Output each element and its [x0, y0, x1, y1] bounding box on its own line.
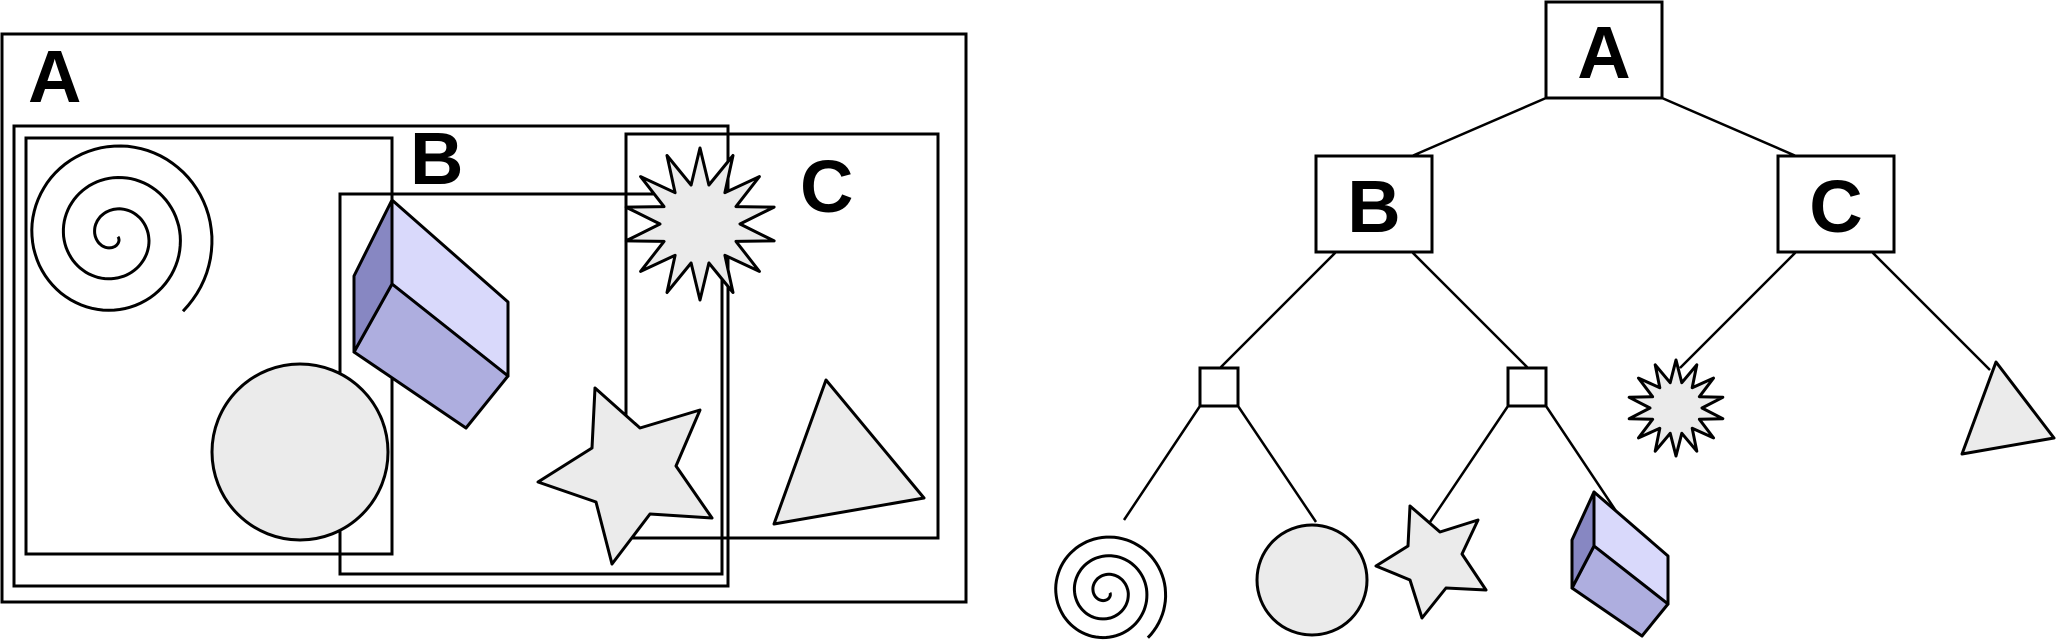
edge-junction-prism [1544, 405, 1620, 515]
prism-shape [352, 198, 510, 430]
tree-star-shape [1374, 504, 1488, 620]
edge-junction-circle [1236, 405, 1318, 523]
edge-c-starburst [1679, 251, 1797, 369]
starburst-shape [624, 146, 776, 302]
set-diagram: A B C [0, 32, 968, 604]
tree-node-c-label: C [1809, 165, 1862, 248]
region-a-label: A [28, 35, 81, 118]
star-shape [536, 386, 714, 566]
tree-spiral-shape [1054, 535, 1168, 640]
edge-c-triangle [1871, 251, 1991, 371]
tree-circle-shape [1255, 523, 1369, 637]
tree-node-c [1776, 154, 1896, 254]
edge-junction-spiral [1122, 405, 1202, 521]
region-c-label: C [800, 145, 853, 228]
tree-node-b-label: B [1347, 165, 1400, 248]
spiral-shape [30, 144, 214, 313]
edge-b-right-junction [1411, 251, 1529, 369]
region-b-label: B [410, 117, 463, 200]
tree-node-b [1314, 154, 1434, 254]
tree-node-a [1544, 0, 1664, 100]
tree-node-a-label: A [1577, 11, 1630, 94]
circle-shape [210, 362, 390, 542]
edge-a-b [1411, 96, 1547, 158]
region-a-box [0, 32, 968, 604]
tree-diagram: A B C [1054, 0, 2056, 640]
tree-starburst-shape [1627, 358, 1725, 458]
edge-junction-star [1428, 405, 1510, 523]
prism-side-face [352, 198, 394, 354]
edge-b-left-junction [1219, 251, 1337, 369]
tree-prism-shape [1570, 490, 1670, 638]
tree-junction-right [1506, 366, 1548, 408]
tree-prism-side-face [1570, 490, 1596, 590]
region-b-outer-box [12, 124, 730, 588]
triangle-shape [772, 378, 926, 526]
tree-triangle-shape [1960, 360, 2056, 456]
region-c-box [624, 132, 940, 540]
edge-a-c [1661, 96, 1797, 158]
tree-junction-left [1198, 366, 1240, 408]
